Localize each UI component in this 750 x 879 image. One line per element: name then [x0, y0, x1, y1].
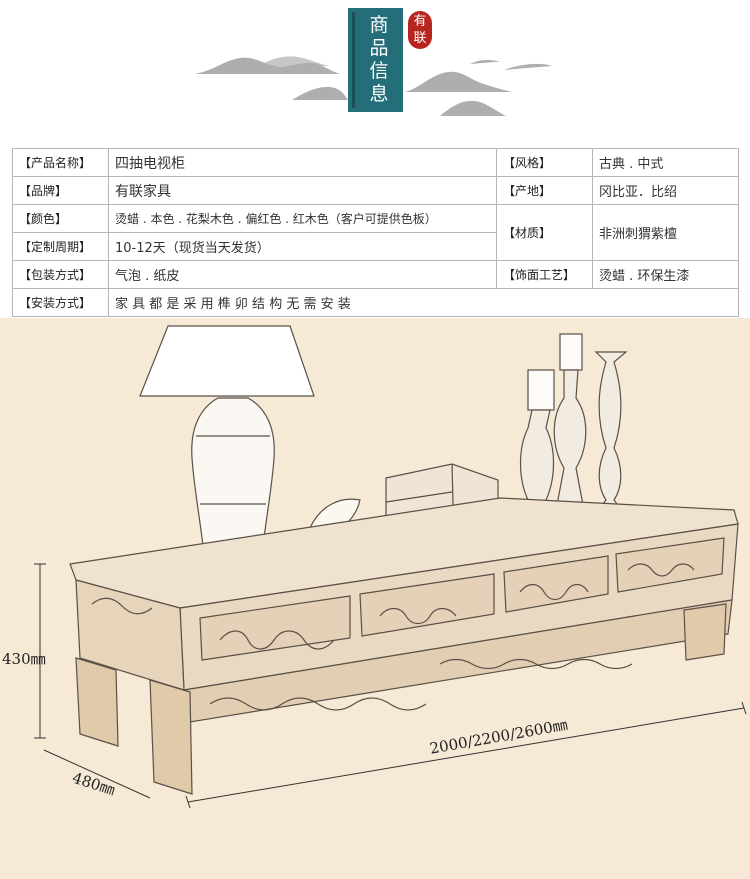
- title-char: 品: [369, 37, 389, 59]
- drawer-2: [359, 573, 495, 637]
- lamp-shade: [139, 325, 315, 397]
- label-install: 【安装方式】: [12, 288, 109, 317]
- label-finish: 【饰面工艺】: [496, 260, 593, 289]
- title-char: 商: [369, 14, 389, 36]
- label-material: 【材质】: [496, 204, 593, 261]
- label-color: 【颜色】: [12, 204, 109, 233]
- value-color: 烫蜡 . 本色 . 花梨木色 . 偏红色 . 红木色（客户可提供色板）: [108, 204, 497, 233]
- value-origin: 冈比亚．比绍: [592, 176, 739, 205]
- table-row: 【颜色】 烫蜡 . 本色 . 花梨木色 . 偏红色 . 红木色（客户可提供色板）…: [12, 204, 739, 261]
- value-install: 家 具 都 是 采 用 榫 卯 结 构 无 需 安 装: [108, 288, 739, 317]
- table-row: 【产品名称】 四抽电视柜 【风格】 古典 . 中式: [12, 148, 739, 177]
- title-char: 息: [369, 83, 389, 105]
- title-char: 信: [369, 60, 389, 82]
- leg-front-left: [149, 679, 193, 795]
- label-style: 【风格】: [496, 148, 593, 177]
- tv-cabinet-drawing: [34, 325, 747, 809]
- label-product-name: 【产品名称】: [12, 148, 109, 177]
- candle-left: [527, 369, 555, 411]
- candle-holder-right: [594, 351, 628, 509]
- value-product-name: 四抽电视柜: [108, 148, 497, 177]
- drawer-4: [615, 537, 725, 593]
- section-header: 商 品 信 息 有 联: [0, 0, 750, 125]
- drawer-1: [199, 595, 351, 661]
- table-row: 【品牌】 有联家具 【产地】 冈比亚．比绍: [12, 176, 739, 205]
- label-packaging: 【包装方式】: [12, 260, 109, 289]
- value-brand: 有联家具: [108, 176, 497, 205]
- product-sketch-image: 430㎜ 480㎜ 2000/2200/2600㎜: [0, 318, 750, 879]
- value-lead-time: 10-12天（现货当天发货）: [108, 232, 497, 261]
- value-material: 非洲刺猬紫檀: [592, 204, 739, 261]
- title-bar-decoration: [352, 12, 355, 108]
- depth-dimension-line: [43, 749, 151, 799]
- table-row: 【安装方式】 家 具 都 是 采 用 榫 卯 结 构 无 需 安 装: [12, 288, 739, 317]
- label-lead-time: 【定制周期】: [12, 232, 109, 261]
- seal-char: 有: [413, 14, 427, 29]
- brand-seal: 有 联: [408, 11, 432, 49]
- leg-front-right: [683, 603, 727, 661]
- seal-char: 联: [413, 31, 427, 46]
- label-origin: 【产地】: [496, 176, 593, 205]
- section-title-box: 商 品 信 息: [348, 8, 403, 112]
- candle-middle: [559, 333, 583, 371]
- length-dimension-line: [187, 707, 745, 803]
- value-finish: 烫蜡 . 环保生漆: [592, 260, 739, 289]
- height-dimension: 430㎜: [2, 650, 46, 668]
- leg-back-left: [75, 657, 119, 747]
- section-title: 商 品 信 息: [362, 14, 396, 106]
- table-row: 【定制周期】 10-12天（现货当天发货）: [12, 232, 739, 261]
- drawer-3: [503, 555, 609, 613]
- table-row: 【包装方式】 气泡 . 纸皮 【饰面工艺】 烫蜡 . 环保生漆: [12, 260, 739, 289]
- value-packaging: 气泡 . 纸皮: [108, 260, 497, 289]
- lamp-vase: [191, 397, 275, 555]
- mountain-decoration: [195, 56, 552, 116]
- value-style: 古典 . 中式: [592, 148, 739, 177]
- product-info-table: 【产品名称】 四抽电视柜 【风格】 古典 . 中式 【品牌】 有联家具 【产地】…: [12, 148, 739, 317]
- label-brand: 【品牌】: [12, 176, 109, 205]
